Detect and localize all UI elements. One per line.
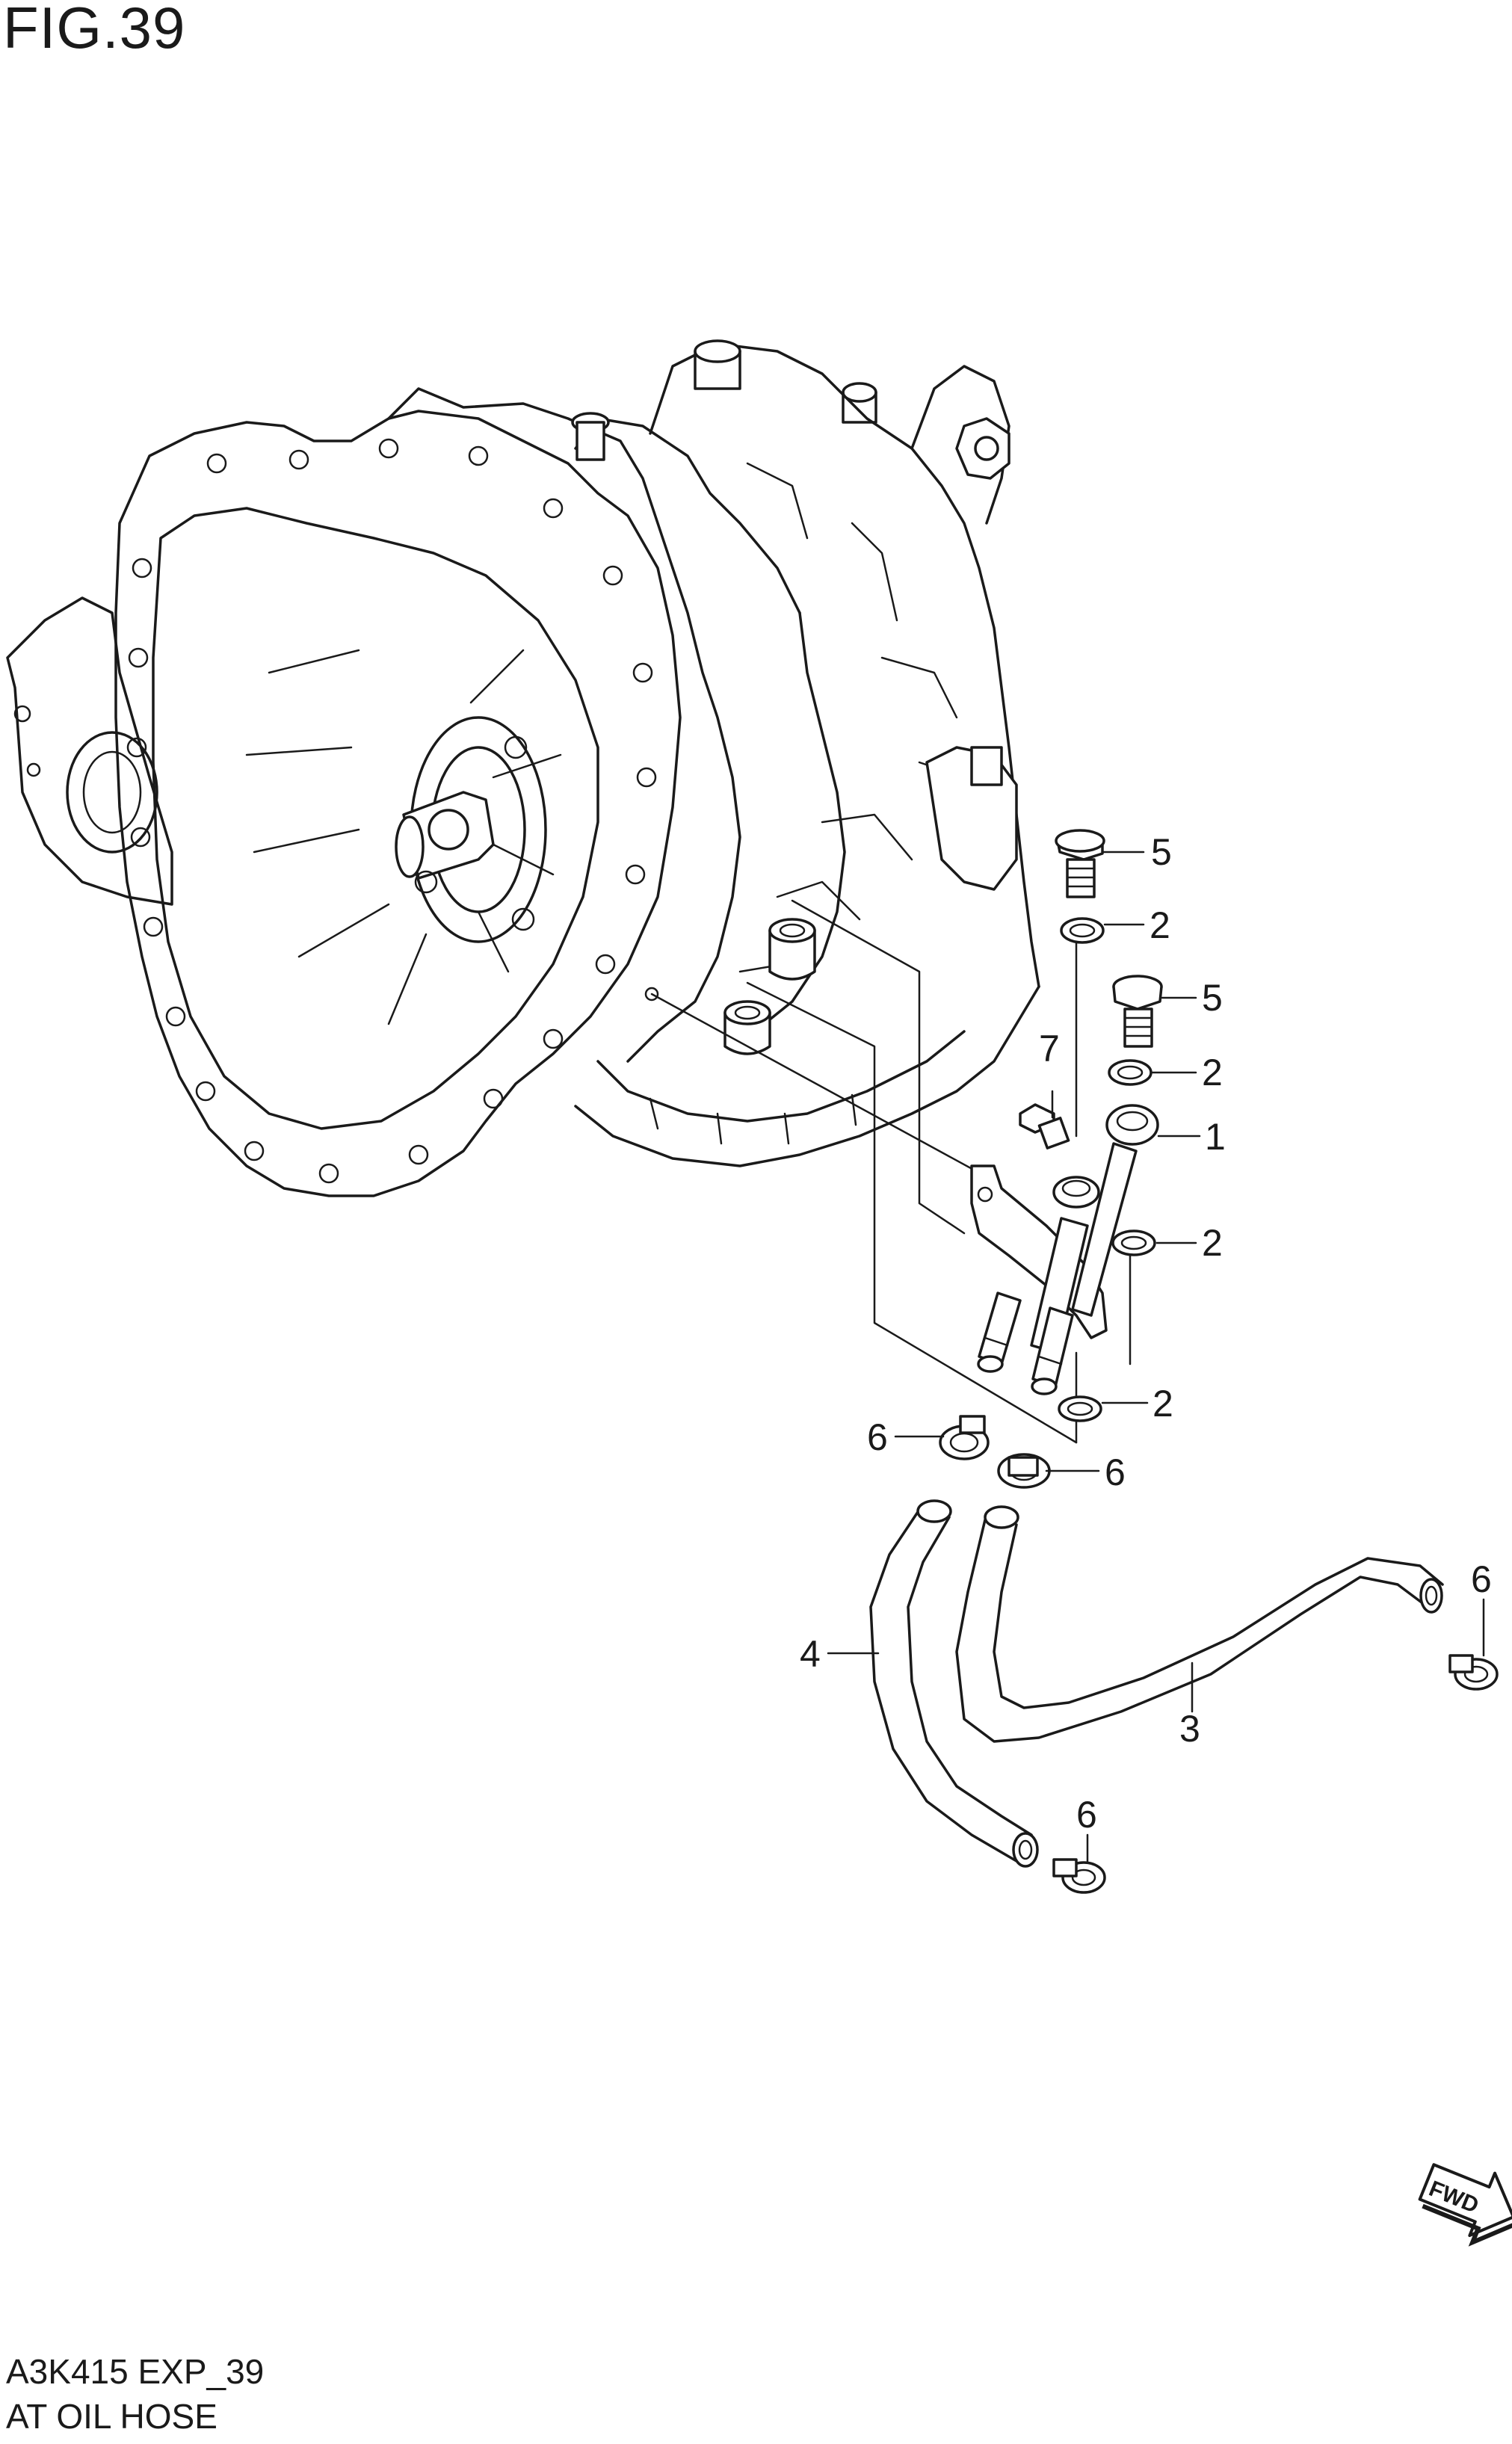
callout-4: 4 [800, 1633, 821, 1675]
clamp-6-d [1052, 1858, 1106, 1894]
callout-6-a: 6 [867, 1416, 888, 1458]
callout-6-b: 6 [1105, 1451, 1126, 1493]
oil-pipe-assembly-1 [970, 1104, 1159, 1395]
transmission-assembly [6, 339, 1040, 1197]
assembly-guide-lines [650, 899, 1132, 1444]
clamp-6-a [939, 1415, 990, 1460]
diagram-code: A3K415 EXP_39 [6, 2352, 265, 2391]
callout-3: 3 [1179, 1708, 1200, 1750]
oil-hose-4 [869, 1499, 1039, 1868]
clamp-6-c [1448, 1654, 1499, 1691]
callout-2-a: 2 [1150, 904, 1170, 946]
callout-leaders [827, 851, 1485, 1863]
callout-6-c: 6 [1471, 1558, 1492, 1600]
washer-2-c [1111, 1229, 1156, 1256]
washer-2-d [1058, 1395, 1102, 1422]
washer-2-a [1060, 917, 1105, 944]
callout-5-upper: 5 [1151, 831, 1172, 873]
oil-hose-3 [955, 1505, 1444, 1743]
callout-6-d: 6 [1076, 1794, 1097, 1836]
callout-2-d: 2 [1152, 1383, 1173, 1425]
figure-title: FIG.39 [3, 0, 186, 61]
callout-2-c: 2 [1202, 1222, 1223, 1264]
diagram-name: AT OIL HOSE [6, 2397, 217, 2436]
bolt-5-lower [1112, 975, 1163, 1048]
bolt-5-upper [1055, 829, 1105, 898]
washer-2-b [1108, 1059, 1152, 1086]
callout-7: 7 [1039, 1028, 1060, 1070]
bolt-7 [1019, 1103, 1070, 1150]
callout-2-b: 2 [1202, 1052, 1223, 1093]
clamp-6-b [997, 1453, 1051, 1489]
callout-1: 1 [1205, 1116, 1226, 1158]
fwd-arrow-icon: FWD [1418, 2163, 1512, 2247]
callout-5-lower: 5 [1202, 977, 1223, 1019]
